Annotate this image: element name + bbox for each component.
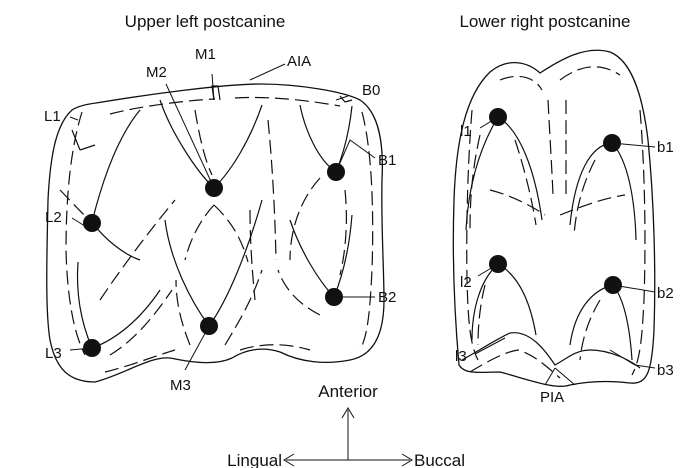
label-b0: B0 [362, 82, 380, 99]
buccal-arrow [348, 454, 412, 466]
label-lower-b3: b3 [657, 362, 674, 379]
cusp-b2-dot [325, 288, 343, 306]
label-m3: M3 [170, 377, 191, 394]
lower-tooth-title: Lower right postcanine [459, 12, 630, 31]
label-m2: M2 [146, 64, 167, 81]
label-b2: B2 [378, 289, 396, 306]
cusp-m3-dot [200, 317, 218, 335]
upper-tooth-outline [47, 84, 384, 382]
anterior-arrow [342, 408, 354, 460]
anterior-label: Anterior [318, 382, 378, 401]
lingual-label: Lingual [227, 451, 282, 468]
label-l1: L1 [44, 108, 61, 125]
label-lower-l1: l1 [460, 123, 472, 140]
label-l2: L2 [45, 209, 62, 226]
cusp-l2-dot [489, 255, 507, 273]
cusp-l1-dot [489, 108, 507, 126]
label-pia: PIA [540, 389, 564, 406]
cusp-l3-dot [83, 339, 101, 357]
lower-tooth-outline [453, 50, 654, 386]
label-m1: M1 [195, 46, 216, 63]
cusp-b2-lower-dot [604, 276, 622, 294]
label-lower-b1: b1 [657, 139, 674, 156]
label-b1: B1 [378, 152, 396, 169]
cusp-b1-lower-dot [603, 134, 621, 152]
cusp-l2-dot [83, 214, 101, 232]
lower-tooth: l1 b1 l2 b2 l3 b3 PIA [453, 50, 673, 406]
label-aia: AIA [287, 53, 311, 70]
label-lower-b2: b2 [657, 285, 674, 302]
lingual-arrow [284, 454, 348, 466]
upper-tooth: M1 M2 AIA B0 L1 B1 L2 B2 L3 M3 [44, 46, 396, 394]
cusp-m2-dot [205, 179, 223, 197]
label-l3: L3 [45, 345, 62, 362]
upper-tooth-title: Upper left postcanine [125, 12, 286, 31]
orientation-axes: Anterior Lingual Buccal [227, 382, 465, 468]
cusp-b1-dot [327, 163, 345, 181]
buccal-label: Buccal [414, 451, 465, 468]
label-lower-l3: l3 [455, 348, 467, 365]
label-lower-l2: l2 [460, 274, 472, 291]
